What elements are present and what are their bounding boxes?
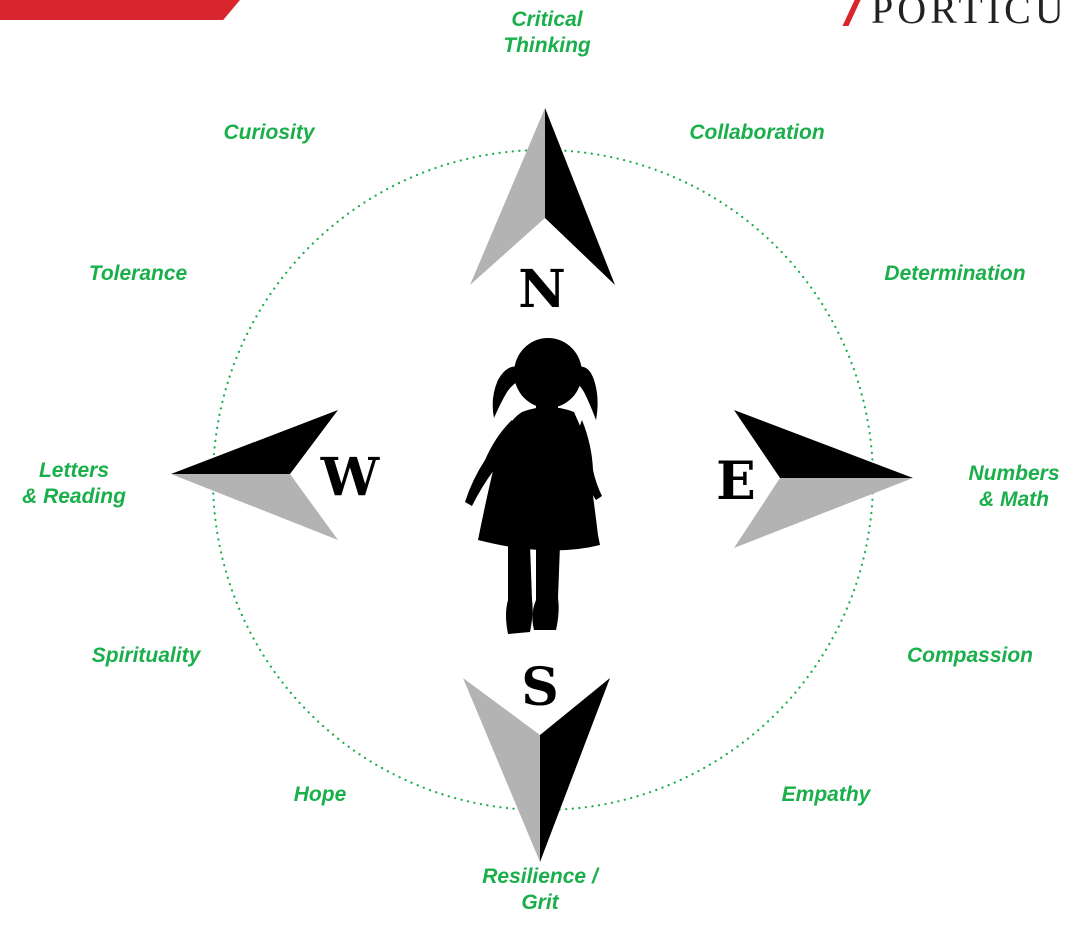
- value-resilience-grit: Resilience / Grit: [482, 865, 598, 914]
- child-silhouette-icon: [465, 338, 602, 634]
- value-hope: Hope: [293, 783, 347, 806]
- south-label: S: [521, 657, 559, 718]
- value-compassion: Compassion: [906, 644, 1034, 667]
- value-numbers-math: Numbers & Math: [968, 462, 1060, 511]
- logo-text: PORTICU: [871, 0, 1068, 32]
- value-letters-reading: Letters & Reading: [22, 459, 126, 508]
- west-arrow-light-half: [171, 474, 338, 540]
- east-label: E: [716, 451, 756, 512]
- east-arrow-dark-half: [734, 410, 913, 478]
- value-spirituality: Spirituality: [91, 644, 201, 667]
- north-arrow-light-half: [470, 108, 545, 285]
- value-determination: Determination: [884, 262, 1026, 285]
- value-tolerance: Tolerance: [88, 262, 188, 285]
- west-arrow-dark-half: [171, 410, 338, 474]
- south-arrow-dark-half: [540, 678, 610, 862]
- west-label: W: [320, 447, 380, 508]
- value-critical-thinking: Critical Thinking: [503, 8, 591, 57]
- value-empathy: Empathy: [781, 783, 871, 806]
- east-arrow-light-half: [734, 478, 913, 548]
- portico-logo: PORTICU: [842, 0, 1083, 32]
- south-arrow-light-half: [463, 678, 540, 862]
- red-header-banner: [0, 0, 240, 20]
- north-label: N: [518, 259, 566, 320]
- north-arrow-dark-half: [545, 108, 615, 285]
- value-collaboration: Collaboration: [689, 121, 825, 144]
- value-curiosity: Curiosity: [223, 121, 315, 144]
